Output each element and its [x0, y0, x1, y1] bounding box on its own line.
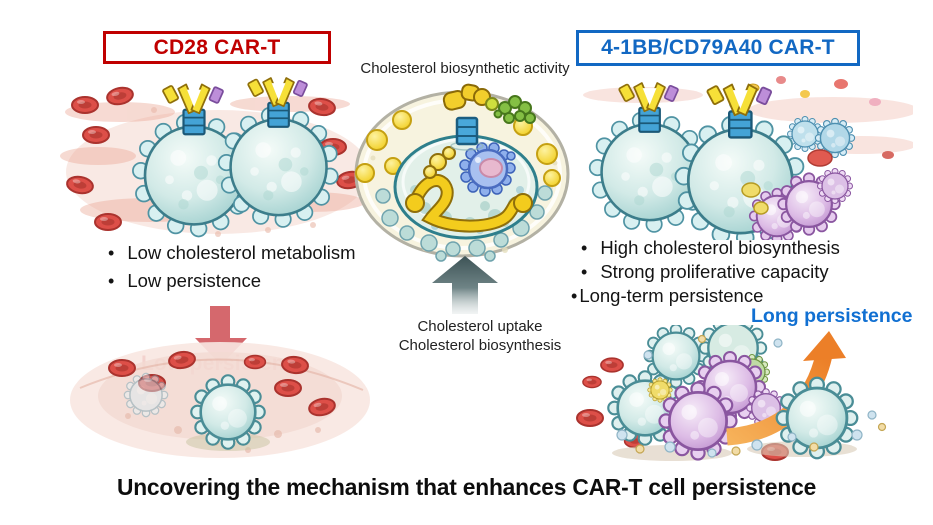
- 41bb-cart-cells-illustration: [583, 76, 913, 240]
- bullet-dot: [98, 268, 114, 295]
- 41bb-cd79a40-cart-label-box: 4-1BB/CD79A40 CAR-T: [576, 30, 860, 66]
- cholesterol-cell-illustration: [354, 83, 570, 262]
- cd28-cart-label-box: CD28 CAR-T: [103, 31, 331, 64]
- bullet-item: High cholesterol biosynthesis: [571, 236, 916, 260]
- bullet-item: Strong proliferative capacity: [571, 260, 916, 284]
- 41bb-cd79a40-cart-label: 4-1BB/CD79A40 CAR-T: [601, 36, 835, 59]
- 41bb-bullet-list: High cholesterol biosynthesis Strong pro…: [571, 236, 916, 308]
- cholesterol-biosynthetic-activity-label: Cholesterol biosynthetic activity: [360, 60, 570, 77]
- bullet-item: Long-term persistence: [571, 284, 916, 308]
- figure-title: Uncovering the mechanism that enhances C…: [116, 474, 817, 500]
- biosynthesis-pathway: [405, 146, 533, 233]
- cd28-bullet-list: Low cholesterol metabolism Low persisten…: [98, 239, 398, 295]
- uptake-arrow-icon: [432, 256, 498, 314]
- cholesterol-uptake-label: Cholesterol uptake Cholesterol biosynthe…: [398, 318, 562, 354]
- receptor-icon: [455, 116, 479, 146]
- organelle-icon: [459, 142, 516, 197]
- cd28-cart-cells-illustration: [60, 76, 370, 238]
- bullet-dot: [571, 260, 587, 284]
- bullet-item: Low cholesterol metabolism: [98, 239, 398, 267]
- long-persistence-illustration: [576, 325, 887, 461]
- bullet-dot: [571, 284, 577, 308]
- low-persistence-illustration: [70, 342, 370, 458]
- bullet-item: Low persistence: [98, 267, 398, 295]
- green-molecule-cluster: [493, 95, 536, 124]
- srebp-yellow-blobs: [442, 83, 499, 111]
- cd28-cart-label: CD28 CAR-T: [153, 35, 281, 59]
- bullet-dot: [98, 240, 114, 267]
- bullet-dot: [571, 236, 587, 260]
- proliferating-cells: [741, 167, 854, 240]
- long-persistence-label: Long persistence: [751, 305, 913, 327]
